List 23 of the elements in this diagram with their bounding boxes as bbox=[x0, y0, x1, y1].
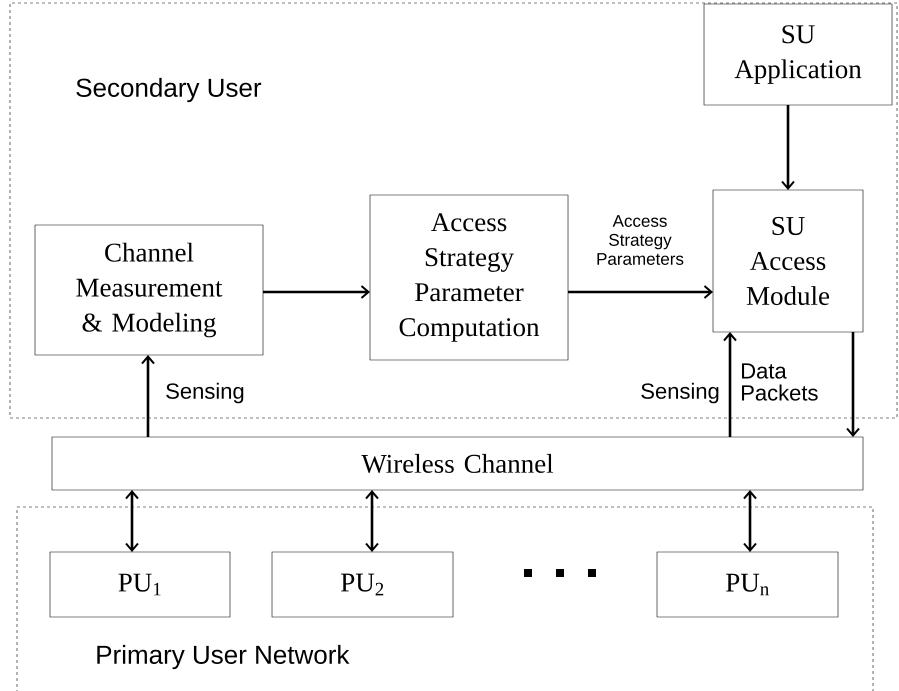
process-box: SU Access Module bbox=[712, 190, 864, 332]
process-box: Wireless Channel bbox=[52, 436, 864, 490]
arrow bbox=[781, 105, 795, 190]
edge-label: Sensing bbox=[166, 382, 244, 404]
arrow bbox=[743, 490, 757, 552]
arrow bbox=[365, 490, 379, 552]
process-box: PU$_{1}$ bbox=[50, 552, 230, 618]
arrow bbox=[723, 332, 737, 437]
region-heading: Secondary User bbox=[76, 78, 262, 102]
arrow bbox=[568, 285, 714, 299]
arrow bbox=[846, 332, 860, 437]
region-heading: Primary User Network bbox=[97, 644, 350, 670]
arrow bbox=[125, 490, 139, 552]
arrow bbox=[141, 355, 155, 437]
process-box: PU$_{2}$ bbox=[272, 552, 454, 618]
process-box: Access Strategy Parameter Computation bbox=[370, 194, 568, 360]
edge-label: Access Strategy Parameters bbox=[597, 215, 684, 265]
arrow bbox=[263, 285, 370, 299]
edge-label: Sensing bbox=[641, 382, 718, 404]
process-box: SU Application bbox=[704, 4, 892, 106]
process-box: PU$_{n}$ bbox=[656, 552, 838, 618]
edge-label: Data Packets bbox=[742, 363, 818, 401]
process-box: Channel Measurement & Modeling bbox=[34, 224, 264, 356]
